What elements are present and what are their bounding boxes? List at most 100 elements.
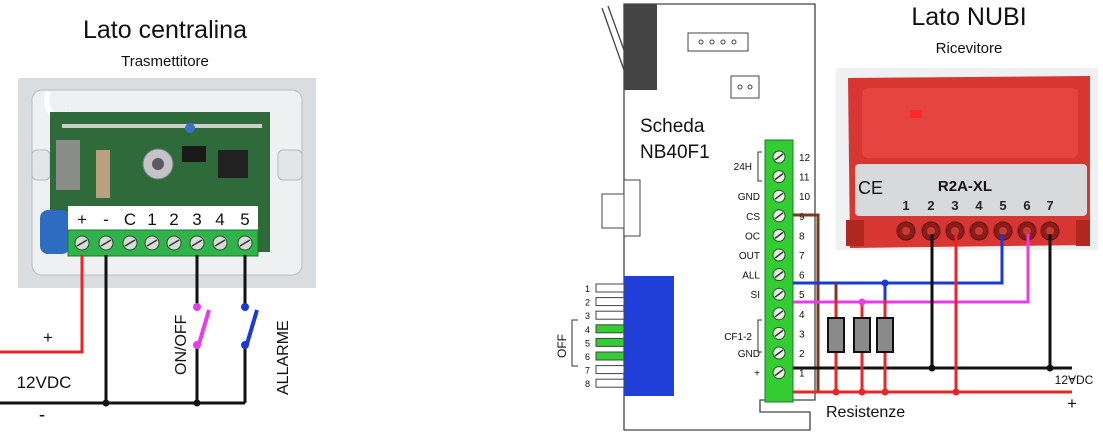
dip-lever-2 — [595, 297, 625, 307]
dip-number-1: 1 — [585, 284, 590, 294]
terminal-function-label: OUT — [739, 251, 760, 262]
terminal-function-label: ALL — [742, 271, 760, 282]
resistors-label: Resistenze — [826, 404, 905, 421]
dip-switch — [624, 276, 674, 396]
terminal-screw-5 — [166, 235, 182, 251]
dip-lever-3 — [595, 310, 625, 320]
terminal-number: 10 — [799, 192, 811, 203]
left-voltage-label: 12VDC — [17, 373, 72, 392]
receiver-number-4: 4 — [975, 198, 983, 213]
terminal-screw-3 — [122, 235, 138, 251]
board-terminal-12: 12 — [772, 150, 811, 164]
left-subtitle: Trasmettitore — [121, 53, 209, 70]
dip-lever-6 — [595, 351, 625, 361]
receiver-number-2: 2 — [927, 198, 934, 213]
connector-dots — [698, 39, 753, 90]
terminal-screw-8 — [237, 235, 253, 251]
terminal-screw-1 — [74, 235, 90, 251]
terminal-function-label: GND — [738, 192, 760, 203]
left-plus-label: + — [43, 328, 53, 347]
terminal-number: 5 — [799, 290, 805, 301]
right-title: Lato NUBI — [911, 3, 1026, 31]
terminal-function-label: + — [754, 369, 760, 380]
terminal-label-2: - — [103, 210, 109, 229]
receiver-screw-3 — [945, 221, 965, 241]
terminal-label-7: 4 — [215, 210, 224, 229]
group-24h-label: 24H — [734, 162, 752, 173]
dip-lever-5 — [595, 337, 625, 347]
terminal-label-8: 5 — [240, 210, 249, 229]
right-subtitle: Ricevitore — [936, 40, 1003, 57]
left-title: Lato centralina — [83, 16, 247, 44]
board-name-line2: NB40F1 — [640, 142, 710, 163]
board-terminal-10: 10 GND — [738, 189, 811, 203]
dip-number-8: 8 — [585, 379, 590, 389]
receiver-screw-1 — [896, 221, 916, 241]
dip-number-6: 6 — [585, 352, 590, 362]
terminal-label-3: C — [124, 210, 136, 229]
group-cf-label: CF1-2 — [724, 332, 752, 343]
receiver-model: R2A-XL — [938, 178, 992, 195]
receiver-screw-6 — [1017, 221, 1037, 241]
left-junctions — [102, 303, 249, 407]
terminal-number: 6 — [799, 271, 805, 282]
terminal-screw-7 — [212, 235, 228, 251]
terminal-label-bar — [68, 206, 258, 230]
board-terminal-3: 3 — [772, 326, 805, 340]
resistors — [827, 317, 894, 353]
board-terminal-8: 8 OC — [745, 228, 805, 242]
terminal-number: 1 — [799, 369, 805, 380]
board-terminal-9: 9CS — [746, 209, 805, 223]
terminal-number: 4 — [799, 310, 805, 321]
board-terminal-5: 5 SI — [751, 287, 805, 301]
terminal-screw-2 — [98, 235, 114, 251]
receiver-screw-5 — [993, 221, 1013, 241]
dip-off-label: OFF — [555, 334, 569, 358]
dip-number-5: 5 — [585, 338, 590, 348]
terminal-label-4: 1 — [147, 210, 156, 229]
receiver-number-7: 7 — [1046, 198, 1053, 213]
terminal-screw-4 — [144, 235, 160, 251]
board-terminal-4: 4 — [772, 307, 805, 321]
terminal-function-label: CS — [746, 212, 760, 223]
terminal-function-label: SI — [751, 290, 760, 301]
dip-number-2: 2 — [585, 298, 590, 308]
left-terminal-block — [67, 229, 259, 257]
terminal-label-5: 2 — [169, 210, 178, 229]
receiver-number-1: 1 — [902, 198, 909, 213]
right-voltage-label: 12VDC — [1055, 373, 1094, 387]
right-junctions — [832, 279, 1054, 396]
right-minus-label: - — [1069, 367, 1076, 389]
receiver-photo — [836, 68, 1098, 250]
terminal-number: 8 — [799, 231, 805, 242]
dip-number-7: 7 — [585, 366, 590, 376]
receiver-number-6: 6 — [1023, 198, 1030, 213]
dip-lever-4 — [595, 324, 625, 334]
terminal-label-1: + — [77, 210, 87, 229]
left-minus-label: - — [39, 405, 45, 426]
terminal-number: 12 — [799, 153, 811, 164]
board-terminal-1: 1+ — [754, 366, 805, 380]
right-plus-label: + — [1067, 394, 1077, 413]
ce-mark: CE — [858, 178, 883, 198]
dip-number-3: 3 — [585, 311, 590, 321]
receiver-screw-4 — [969, 221, 989, 241]
board-terminal-11: 11 — [772, 170, 810, 184]
dip-lever-7 — [595, 365, 625, 375]
terminal-function-label: OC — [745, 231, 760, 242]
left-screws — [74, 235, 253, 251]
terminal-function-label: GND — [738, 349, 760, 360]
dip-number-4: 4 — [585, 325, 590, 335]
dip-lever-8 — [595, 378, 625, 388]
terminal-screw-6 — [189, 235, 205, 251]
terminal-number: 3 — [799, 329, 805, 340]
receiver-number-3: 3 — [951, 198, 958, 213]
switch-onoff-label: ON/OFF — [173, 314, 190, 375]
